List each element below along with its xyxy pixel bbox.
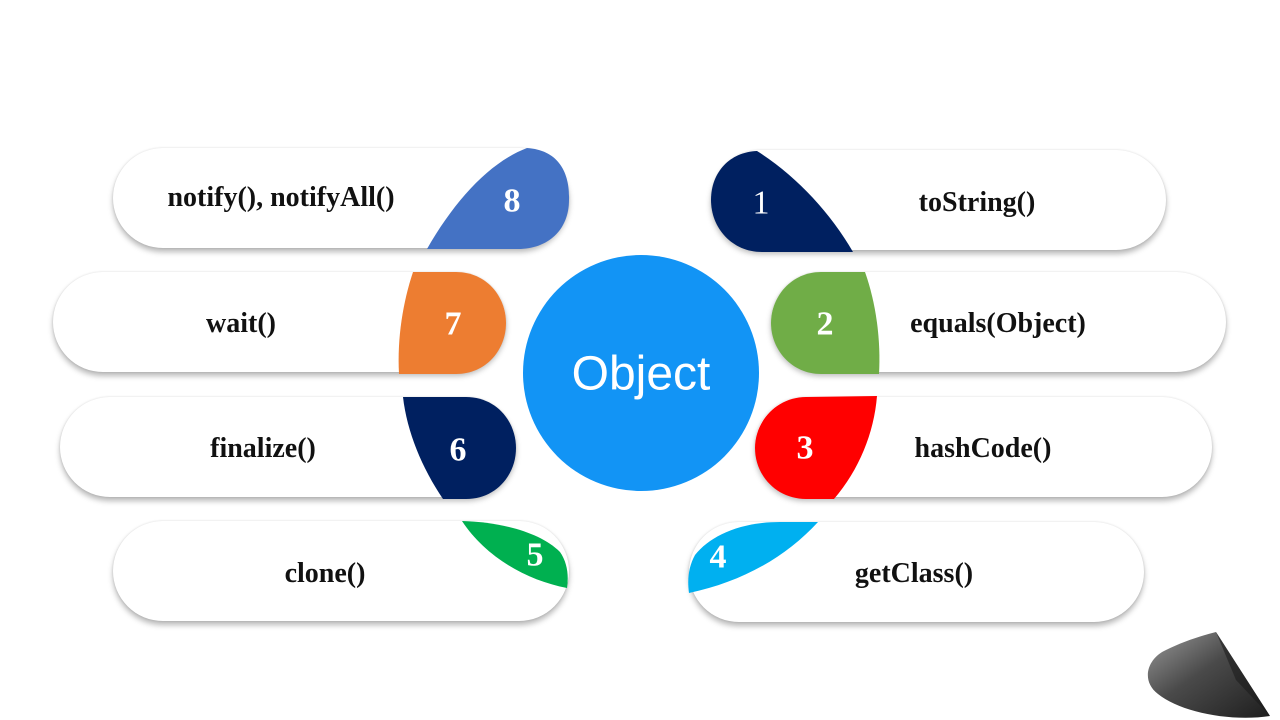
badge-number-7: 7 [445,306,462,343]
petal-2 [771,272,880,374]
badge-number-2: 2 [817,306,834,343]
method-label-7: wait() [206,308,276,339]
petal-6 [403,397,516,499]
method-label-3: hashCode() [914,433,1052,464]
badge-number-4: 4 [710,539,727,576]
object-label: Object [571,347,711,401]
badge-number-1: 1 [753,185,770,222]
badge-number-8: 8 [504,183,521,220]
badge-number-5: 5 [527,537,544,574]
petal-3 [755,396,877,499]
method-label-1: toString() [918,187,1036,218]
petal-4 [688,522,818,593]
badge-number-3: 3 [797,430,814,467]
method-label-5: clone() [284,558,366,589]
badge-number-6: 6 [450,432,467,469]
petal-8 [427,148,570,249]
method-label-4: getClass() [854,558,974,589]
petal-1 [711,151,853,252]
petal-5 [462,521,568,588]
method-label-6: finalize() [210,433,316,464]
object-circle [523,255,759,491]
cone-decoration [1147,632,1270,718]
method-label-2: equals(Object) [910,308,1086,339]
petal-7 [398,272,506,374]
method-label-8: notify(), notifyAll() [167,182,395,213]
